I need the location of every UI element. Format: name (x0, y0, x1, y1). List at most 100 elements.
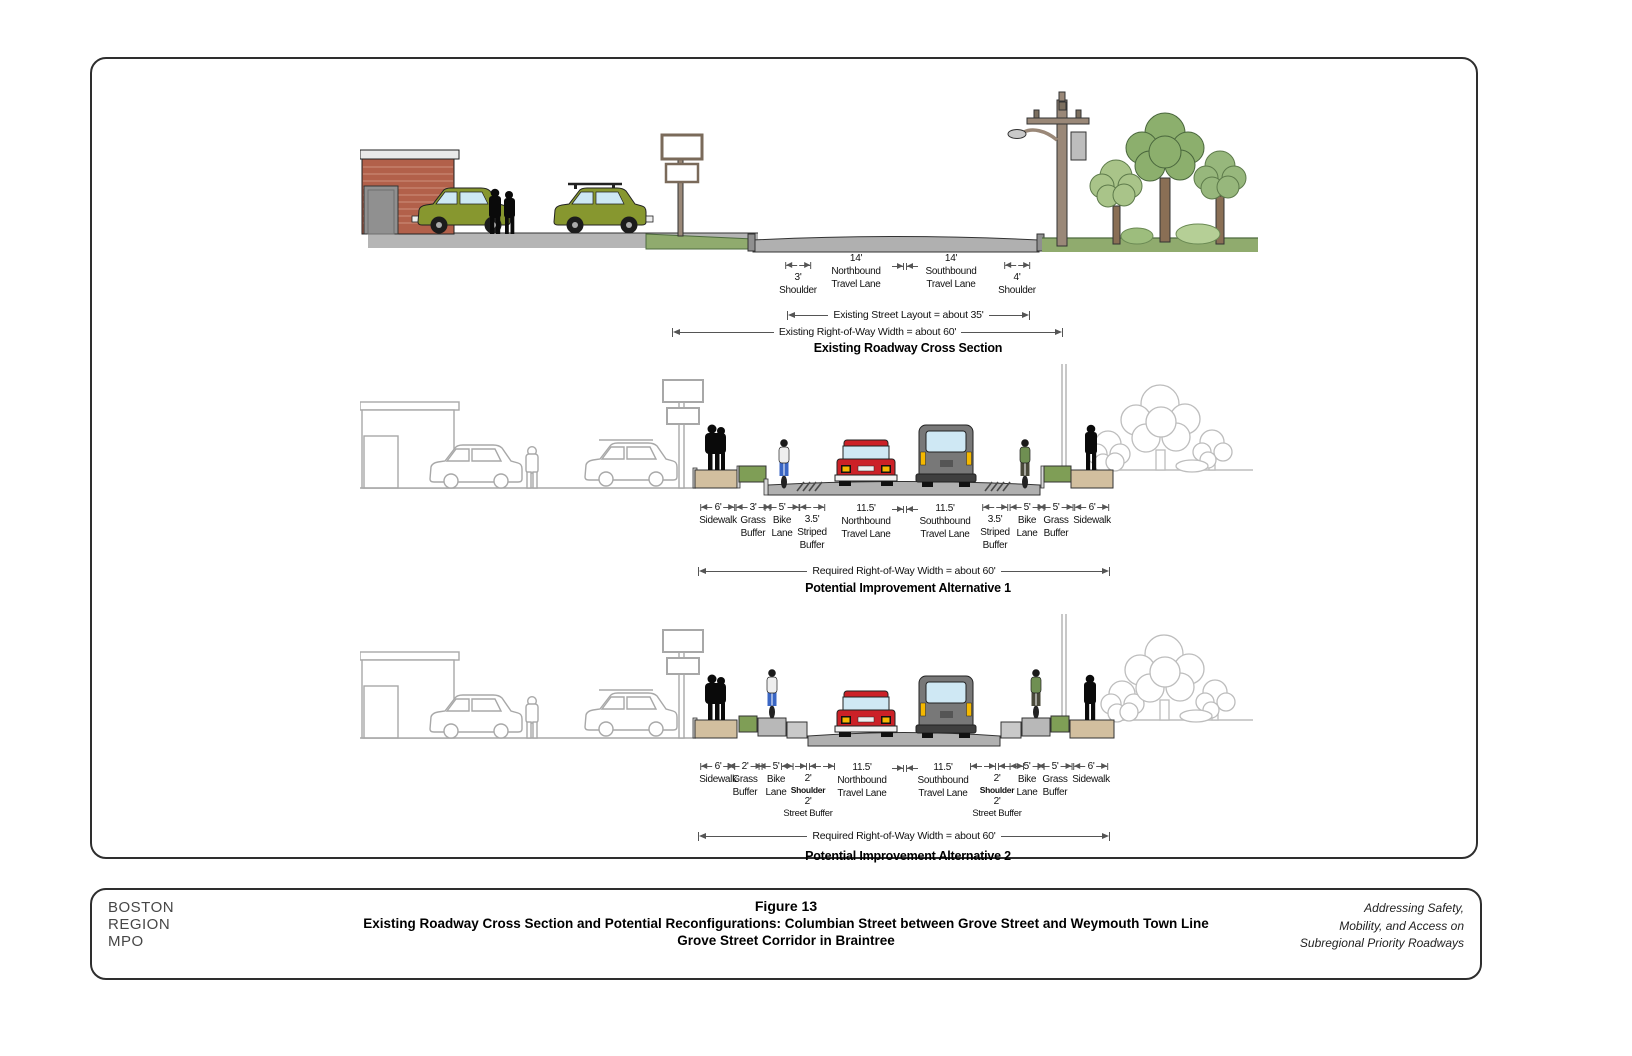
label-grass-buffer-left: 2' Grass Buffer (727, 761, 763, 799)
street-buffer-left (786, 721, 808, 739)
trees (1089, 112, 1247, 245)
outline-context-left (360, 629, 704, 739)
pedestrian-left (705, 424, 726, 470)
dim-span-row-alt2: Required Right-of-Way Width = about 60' (698, 830, 1111, 842)
curb-left (747, 233, 756, 252)
grass-buffer-left (738, 715, 758, 733)
label-shoulder-left: 3' Shoulder (779, 261, 817, 297)
red-car (834, 439, 898, 486)
label-sidewalk-right: 6' Sidewalk (1072, 760, 1110, 786)
outline-trees (1086, 384, 1233, 473)
lamp-head (1007, 129, 1027, 139)
report-tagline: Addressing Safety, Mobility, and Access … (1300, 900, 1464, 953)
sidewalk-right (1069, 719, 1115, 739)
gray-van (915, 424, 977, 487)
existing-cross-section-scene (360, 91, 1258, 253)
outline-light-pole (1061, 614, 1067, 716)
section-title-existing: Existing Roadway Cross Section (813, 341, 1003, 355)
dim-span-row-existing: Existing Right-of-Way Width = about 60' (672, 326, 1064, 338)
parked-car-2 (553, 182, 654, 234)
outline-pedestrian (525, 695, 539, 739)
pedestrian-left (705, 674, 726, 720)
title-block: BOSTON REGION MPO Figure 13 Existing Roa… (90, 888, 1482, 980)
label-northbound-lane: 11.5' Northbound Travel Lane (841, 503, 891, 540)
sidewalk-left (694, 719, 738, 739)
label-sidewalk-left: 6' Sidewalk (699, 501, 737, 527)
lane-boundary-arrows (892, 764, 918, 775)
section-title-alt1: Potential Improvement Alternative 1 (805, 581, 1011, 595)
grass-buffer-right (1043, 465, 1072, 483)
outline-context-right (1061, 364, 1253, 473)
cyclist-left (766, 669, 778, 719)
label-grass-buffer-right: 5' Grass Buffer (1037, 761, 1073, 799)
bush (1120, 227, 1154, 245)
striped-buffer-left (796, 481, 823, 492)
raised-bike-lane-right (1021, 717, 1051, 737)
outline-pedestrian (525, 445, 539, 489)
cyclist-right (1019, 439, 1031, 489)
striped-buffer-right (984, 481, 1011, 492)
outline-trees (1100, 634, 1236, 723)
dimension-arrows (998, 261, 1036, 270)
label-striped-buffer-right: 3.5' Striped Buffer (980, 503, 1010, 552)
outline-light-pole (1061, 364, 1067, 466)
lane-boundary-arrows (892, 262, 918, 273)
outline-street-sign (662, 379, 704, 489)
pedestrian-right (1085, 424, 1097, 470)
grass-buffer-left (738, 465, 767, 483)
section-title-alt2: Potential Improvement Alternative 2 (805, 849, 1011, 863)
outline-car-1 (429, 694, 523, 739)
figure-caption: Figure 13 Existing Roadway Cross Section… (92, 897, 1480, 949)
label-bike-lane-left: 5' Bike Lane (764, 502, 800, 540)
outline-car-2 (584, 439, 678, 487)
street-sign (660, 133, 704, 237)
label-shoulder-right: 4' Shoulder (998, 261, 1036, 297)
outline-context-left (360, 379, 704, 489)
tagline-line: Mobility, and Access on (1339, 918, 1464, 933)
pedestrians (489, 188, 515, 234)
cyclist-right (1030, 669, 1042, 719)
label-southbound-lane: 11.5' Southbound Travel Lane (917, 762, 969, 799)
outline-car-1 (429, 444, 523, 489)
street-buffer-right (1000, 721, 1022, 739)
tagline-line: Addressing Safety, (1364, 901, 1464, 915)
alternative-2-scene (360, 614, 1253, 747)
alternative-1-scene (360, 364, 1253, 496)
label-southbound-lane: 14' Southbound Travel Lane (925, 253, 977, 290)
agency-logo-text: BOSTON REGION MPO (108, 899, 174, 950)
dim-span-street-layout: Existing Street Layout = about 35' (787, 309, 1030, 321)
label-shoulder-street-buffer-left: 2' Shoulder 2' Street Buffer (781, 762, 835, 820)
cyclist-left (778, 439, 790, 489)
label-southbound-lane: 11.5' Southbound Travel Lane (919, 503, 971, 540)
raised-bike-lane-left (757, 717, 787, 737)
figure-number: Figure 13 (754, 898, 818, 914)
label-grass-buffer-right: 5' Grass Buffer (1038, 502, 1074, 540)
pedestrian-right (1084, 674, 1096, 720)
sidewalk-right (1070, 469, 1114, 489)
label-striped-buffer-left: 3.5' Striped Buffer (797, 503, 827, 552)
roadway (752, 236, 1040, 253)
parked-car-1 (411, 187, 511, 234)
label-sidewalk-right: 6' Sidewalk (1073, 501, 1111, 527)
red-car (834, 690, 898, 737)
agency-line: BOSTON (108, 899, 175, 916)
figure-title: Existing Roadway Cross Section and Poten… (363, 916, 1209, 931)
agency-line: MPO (108, 933, 144, 950)
outline-street-sign (662, 629, 704, 739)
garage-door (363, 185, 399, 235)
dimension-arrows (779, 261, 817, 270)
label-northbound-lane: 11.5' Northbound Travel Lane (837, 762, 887, 799)
lane-boundary-arrows (892, 505, 918, 516)
grass-buffer-right (1050, 715, 1070, 733)
outline-car-2 (584, 689, 678, 737)
transformer-box (1070, 131, 1087, 161)
outline-context-right (1061, 614, 1253, 723)
tagline-line: Subregional Priority Roadways (1299, 936, 1464, 950)
dim-span-row-alt1: Required Right-of-Way Width = about 60' (698, 565, 1111, 577)
sidewalk-left (694, 469, 738, 489)
label-northbound-lane: 14' Northbound Travel Lane (831, 253, 881, 290)
gray-van (915, 675, 977, 738)
agency-line: REGION (108, 916, 171, 933)
bush (1175, 223, 1221, 245)
